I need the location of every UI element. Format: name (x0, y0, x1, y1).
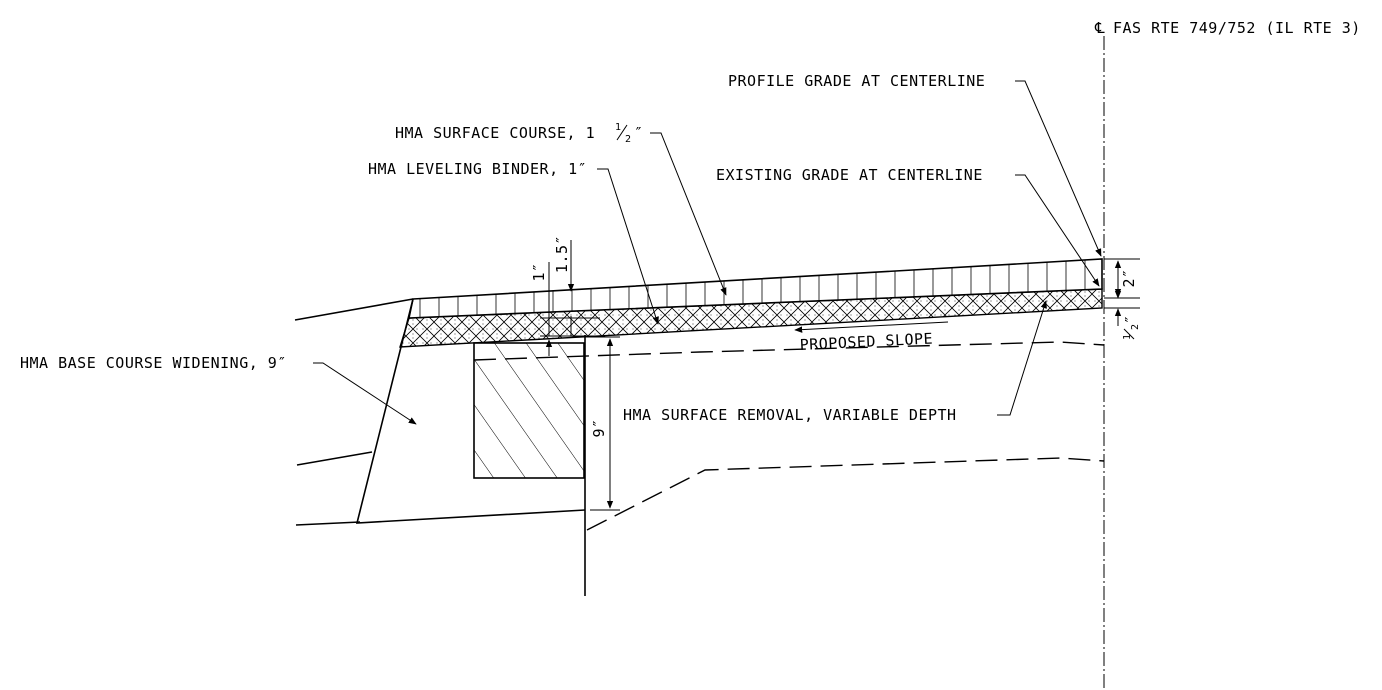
left-shoulder-top (294, 298, 414, 321)
dim-2-label: 2″ (1120, 268, 1138, 287)
profile-grade-label: PROFILE GRADE AT CENTERLINE (728, 72, 985, 90)
dim-half-label: 1 2 ″ (1122, 314, 1141, 340)
profile-grade-leader (1015, 80, 1102, 257)
surface-course-hatch (419, 259, 1086, 318)
surface-course-frac-den: 2 (625, 134, 632, 145)
existing-base-dashed (586, 457, 1105, 531)
surface-course-suffix: ″ (634, 124, 644, 142)
dim-half-suffix: ″ (1122, 314, 1140, 324)
dim-half-num: 1 (1122, 333, 1133, 340)
surface-course-leader (650, 132, 727, 296)
centerline-label: FAS RTE 749/752 (IL RTE 3) (1113, 19, 1361, 37)
proposed-slope-label: PROPOSED SLOPE (799, 329, 933, 353)
surface-course-label: HMA SURFACE COURSE, 1 (395, 124, 595, 142)
widening-trench (473, 342, 585, 479)
base-course-widening-outline (355, 298, 586, 524)
dim-15-label: 1.5″ (553, 235, 571, 273)
dim-1-label: 1″ (530, 262, 548, 281)
centerline-symbol: ℄ (1094, 19, 1105, 37)
leveling-binder-label: HMA LEVELING BINDER, 1″ (368, 160, 587, 178)
surface-course-frac-num: 1 (615, 122, 622, 133)
surface-removal-label: HMA SURFACE REMOVAL, VARIABLE DEPTH (623, 406, 957, 424)
dim-half-den: 2 (1130, 323, 1141, 330)
leveling-binder-leader (597, 168, 659, 325)
existing-grade-label: EXISTING GRADE AT CENTERLINE (716, 166, 983, 184)
surface-removal-leader (997, 300, 1047, 416)
base-course-widening-label: HMA BASE COURSE WIDENING, 9″ (20, 354, 287, 372)
left-shoulder-bottom (295, 521, 361, 526)
surface-course-frac-bar (616, 124, 628, 141)
dim-9-label: 9″ (590, 418, 608, 437)
base-course-widening-leader (313, 362, 417, 425)
left-shoulder-mid (296, 451, 373, 466)
existing-grade-leader (1015, 174, 1100, 287)
existing-surface-dashed (473, 341, 1105, 361)
proposed-slope-arrow (794, 321, 949, 333)
